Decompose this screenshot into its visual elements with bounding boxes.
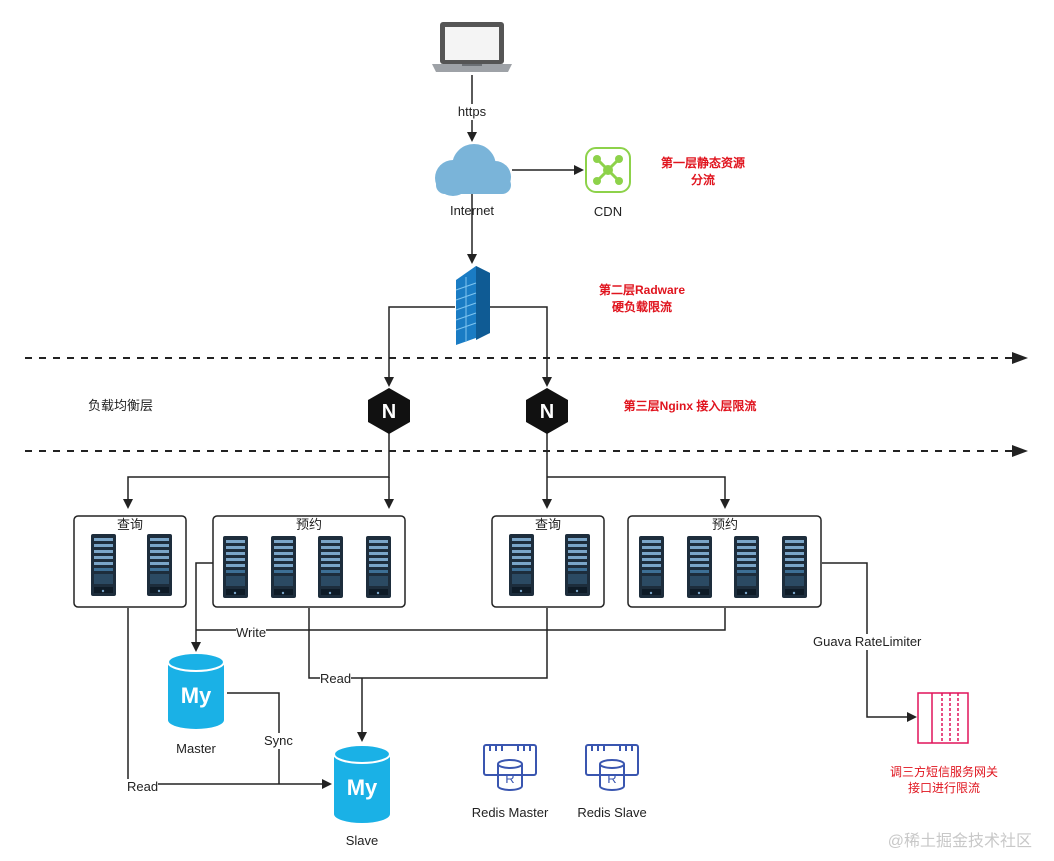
redis-slave-icon: R [585,744,639,791]
redis-slave-label: Redis Slave [577,805,647,820]
server-group-reserve-1 [212,515,406,608]
query-2-title: 查询 [534,517,562,532]
write-label: Write [236,625,267,641]
internet-label: Internet [449,203,495,218]
svg-text:R: R [607,771,616,786]
layer3-note: 第三层Nginx 接入层限流 [623,399,757,413]
redis-master-label: Redis Master [471,805,549,820]
layer-divider-bottom [25,445,1028,457]
mysql-master-icon: My [167,652,225,729]
laptop-icon [432,22,512,72]
server-group-reserve-2 [627,515,822,608]
svg-text:My: My [347,775,378,800]
read-label-bottom: Read [127,779,159,795]
read-label-top: Read [320,671,352,687]
server-group-query-1 [73,515,187,608]
layer-divider-top [25,352,1028,364]
svg-text:R: R [505,771,514,786]
layer2-note: 第二层Radware 硬负载限流 [598,283,686,314]
sms-gateway-note: 调三方短信服务网关接口进行限流 [889,765,998,795]
server-group-query-2 [491,515,605,608]
svg-text:My: My [181,683,212,708]
rate-limiter-icon [917,692,969,744]
cdn-label: CDN [593,204,623,219]
slave-label: Slave [345,833,379,848]
load-balance-layer-label: 负载均衡层 [88,398,154,413]
connectors [123,75,917,789]
nginx-icon-left: N [368,388,410,434]
reserve-1-title: 预约 [295,517,323,532]
nginx-icon-right: N [526,388,568,434]
layer1-note: 第一层静态资源 分流 [660,156,746,187]
svg-text:N: N [382,401,396,423]
svg-text:N: N [540,401,554,423]
https-label: https [457,104,487,120]
master-label: Master [176,741,216,756]
guava-ratelimiter-label: Guava RateLimiter [813,634,922,650]
mysql-slave-icon: My [333,744,391,823]
reserve-2-title: 预约 [711,517,739,532]
cloud-icon [435,144,511,196]
sync-label: Sync [264,733,293,749]
query-1-title: 查询 [116,517,144,532]
cdn-icon [585,147,631,193]
redis-master-icon: R [483,744,537,791]
firewall-icon [455,266,490,345]
watermark: @稀土掘金技术社区 [887,833,1032,850]
